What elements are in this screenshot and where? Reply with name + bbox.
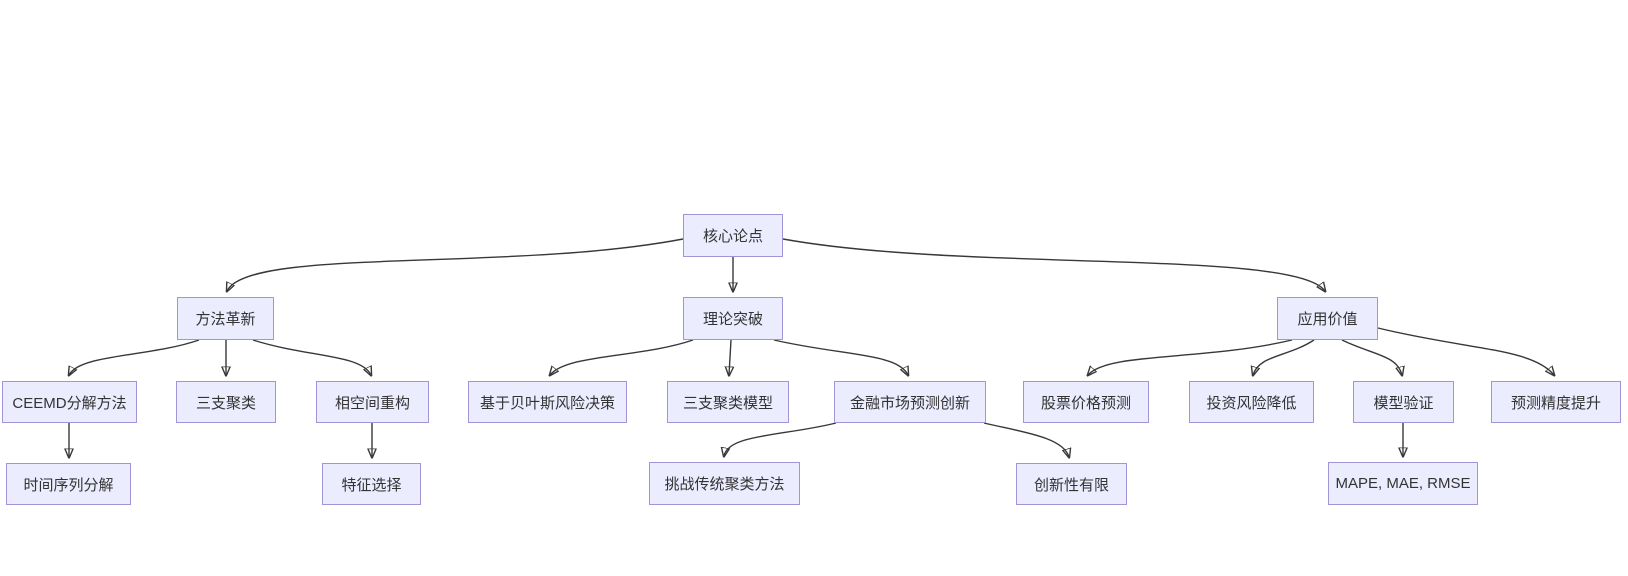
edge-method-to-ceemd (69, 339, 200, 375)
edge-method-to-phase-space (252, 339, 371, 375)
node-time-series-decomposition: 时间序列分解 (6, 463, 131, 505)
edge-application-to-model-validation (1341, 339, 1402, 375)
node-financial-market-prediction-innovation: 金融市场预测创新 (834, 381, 986, 423)
node-theoretical-breakthrough: 理论突破 (683, 297, 783, 340)
edge-theory-to-three-way-model (729, 339, 731, 375)
edge-financial-to-challenge-traditional (724, 422, 837, 456)
edge-application-to-risk-reduction (1253, 339, 1315, 375)
edge-application-to-stock-prediction (1088, 339, 1293, 375)
node-bayesian-risk-decision: 基于贝叶斯风险决策 (468, 381, 627, 423)
node-prediction-accuracy-improvement: 预测精度提升 (1491, 381, 1621, 423)
node-limited-innovation: 创新性有限 (1016, 463, 1127, 505)
edge-financial-to-limited-innovation (983, 422, 1069, 457)
node-investment-risk-reduction: 投资风险降低 (1189, 381, 1314, 423)
node-mape-mae-rmse: MAPE, MAE, RMSE (1328, 462, 1478, 505)
node-method-innovation: 方法革新 (177, 297, 274, 340)
node-three-way-clustering: 三支聚类 (176, 381, 276, 423)
node-application-value: 应用价值 (1277, 297, 1378, 340)
node-ceemd-decomposition: CEEMD分解方法 (2, 381, 137, 423)
node-stock-price-prediction: 股票价格预测 (1023, 381, 1149, 423)
edge-application-to-accuracy-improvement (1377, 327, 1554, 375)
edge-theory-to-financial-innovation (773, 339, 908, 375)
node-challenge-traditional-clustering: 挑战传统聚类方法 (649, 462, 800, 505)
edge-core-to-application (782, 238, 1325, 291)
edge-core-to-method (227, 238, 684, 291)
node-model-validation: 模型验证 (1353, 381, 1454, 423)
edge-theory-to-bayesian (550, 339, 694, 375)
node-core-thesis: 核心论点 (683, 214, 783, 257)
node-phase-space-reconstruction: 相空间重构 (316, 381, 429, 423)
node-feature-selection: 特征选择 (322, 463, 421, 505)
node-three-way-clustering-model: 三支聚类模型 (667, 381, 789, 423)
